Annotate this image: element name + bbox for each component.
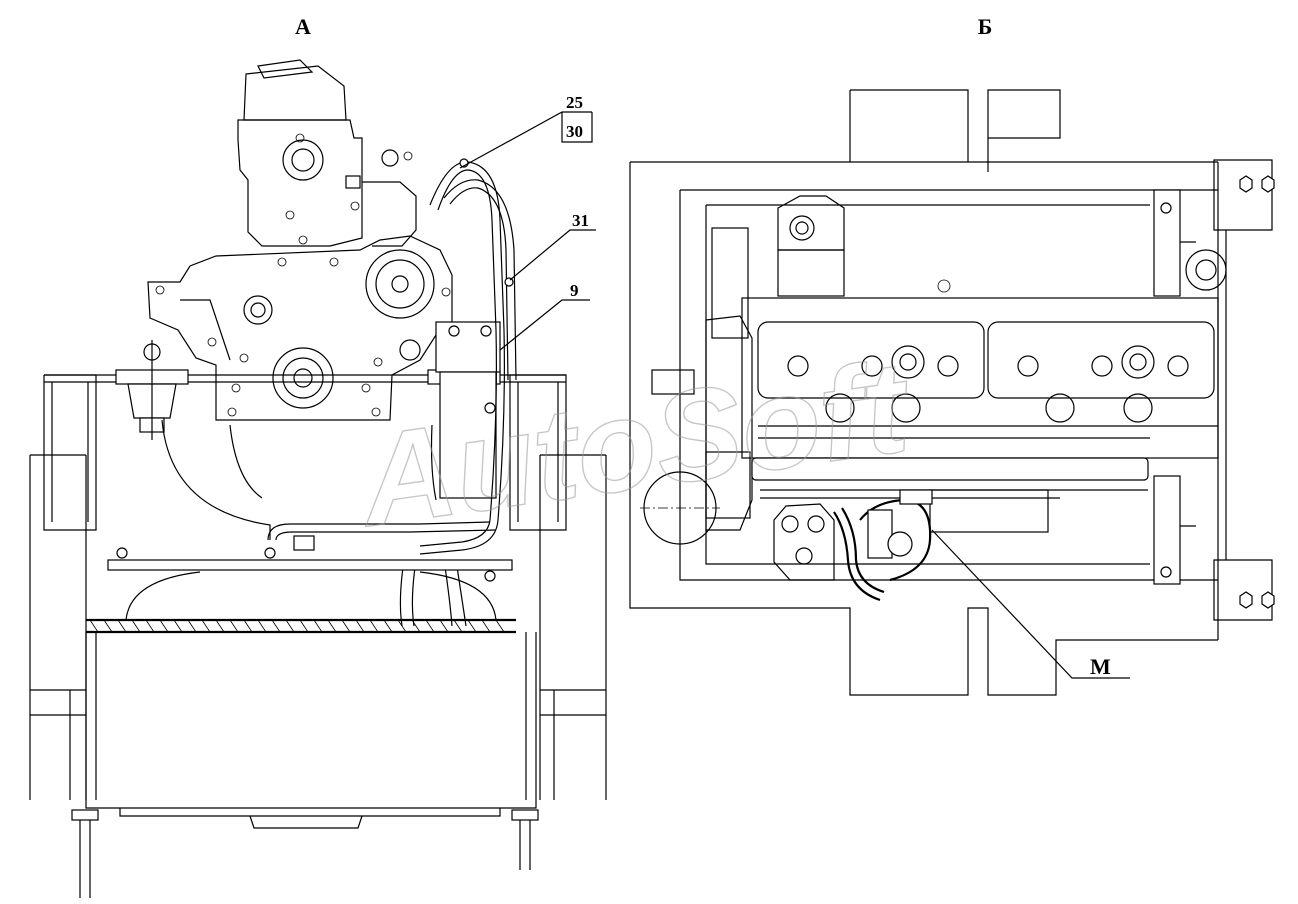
view-b: Б (629, 14, 1275, 696)
mount-top (777, 195, 951, 297)
mount-bolts-bottom (71, 809, 539, 898)
callout-leader-m (931, 529, 1130, 679)
intake-manifold (640, 227, 753, 548)
frame-rails (29, 454, 607, 800)
engine-mount-left (115, 340, 189, 440)
tie-rods (1153, 189, 1196, 585)
bracket-9 (435, 321, 501, 499)
callout-30: 30 (566, 122, 583, 141)
callout-25: 25 (566, 93, 583, 112)
hose-assembly (267, 158, 517, 627)
view-b-label: Б (978, 14, 993, 39)
flywheel-housing (161, 419, 437, 540)
cylinder-heads (741, 297, 1219, 459)
support-frame (43, 374, 567, 829)
view-a: А (29, 14, 607, 898)
hex-bolts (1185, 175, 1275, 609)
callout-leaders-a (459, 111, 596, 351)
callout-31: 31 (572, 211, 589, 230)
engine-block-front (147, 235, 453, 421)
hose-cluster-m (773, 489, 933, 602)
lower-crossbar (107, 547, 513, 621)
callout-9: 9 (570, 281, 579, 300)
upper-housing (237, 59, 417, 247)
view-a-label: А (295, 14, 311, 39)
callout-m: М (1090, 654, 1111, 679)
